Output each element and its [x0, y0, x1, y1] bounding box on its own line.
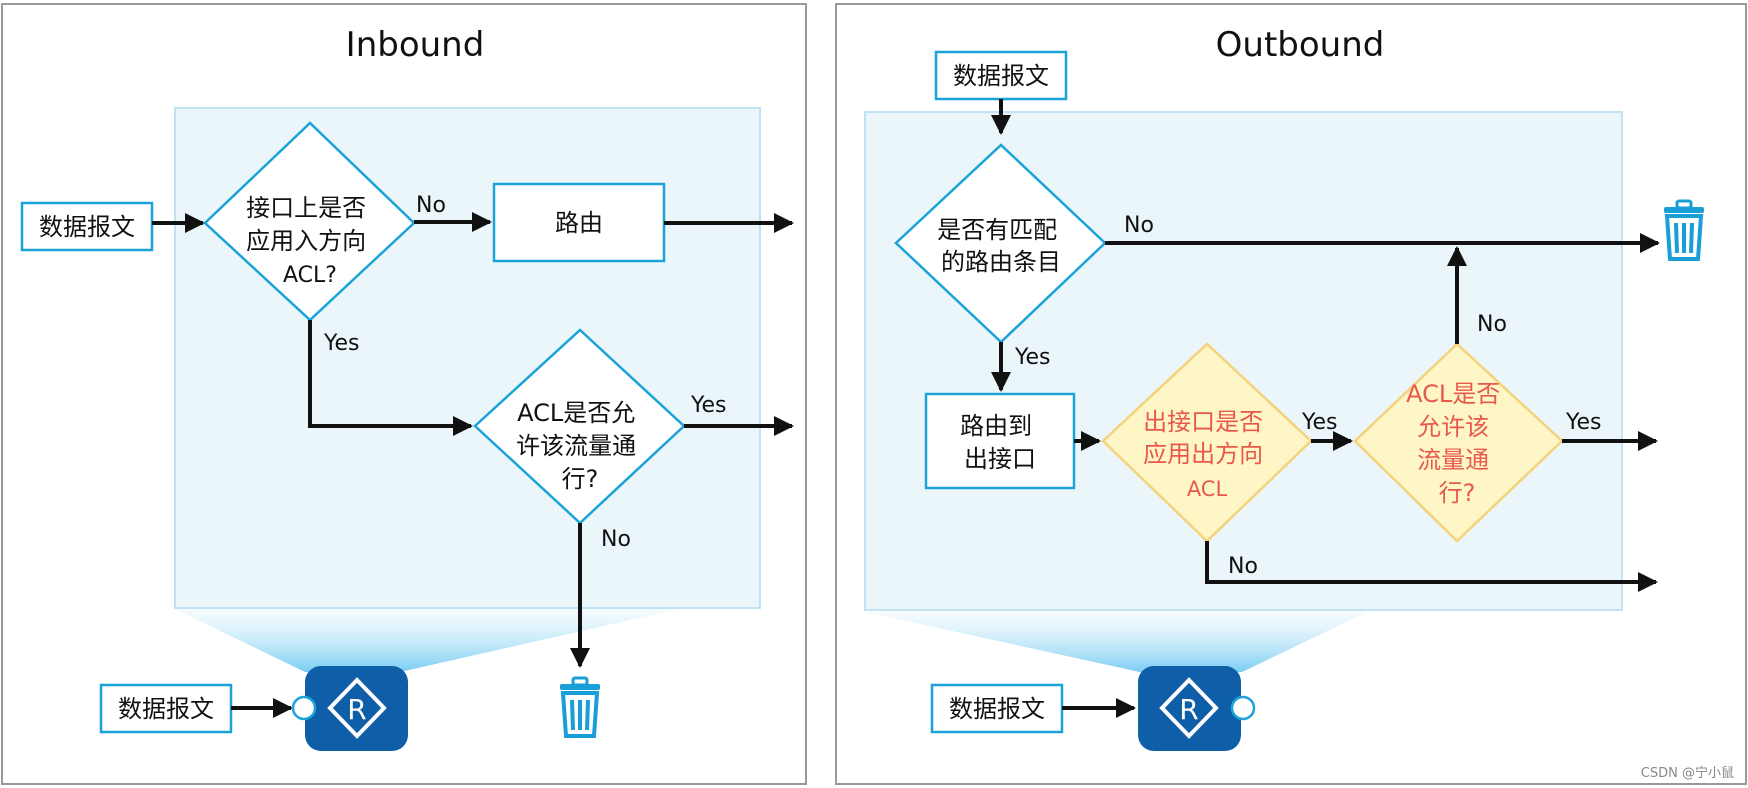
outbound-decision-route-match-text: 是否有匹配 的路由条目 — [937, 216, 1065, 276]
outbound-route-to-intf-box — [924, 392, 1076, 490]
inbound-route-box — [492, 182, 666, 263]
outbound-router-beam — [865, 612, 1367, 672]
inbound-packet-box — [20, 201, 154, 252]
outbound-arrow-acl-no — [1205, 541, 1658, 592]
inbound-title: Inbound — [346, 25, 485, 65]
outbound-packet-label: 数据报文 — [953, 62, 1049, 90]
inbound-decision-acl-permit-text: ACL是否允 许该流量通 行? — [516, 399, 644, 493]
outbound-packet-box — [934, 50, 1068, 101]
inbound-packet-label: 数据报文 — [39, 213, 135, 241]
inbound-router-beam — [175, 609, 679, 672]
inbound-panel: Inbound 数据报文 接口上是否 应用入方向 ACL? No 路由 Yes … — [1, 3, 807, 785]
outbound-decision-acl-permit-text: ACL是否 允许该 流量通 行? — [1406, 380, 1508, 507]
outbound-router-packet-label: 数据报文 — [949, 695, 1045, 723]
inbound-decision-acl-applied-text: 接口上是否 应用入方向 ACL? — [246, 194, 374, 288]
outbound-edge-no-3: No — [1228, 554, 1258, 579]
outbound-edge-yes-3: Yes — [1565, 410, 1602, 435]
outbound-edge-yes-2: Yes — [1301, 410, 1338, 435]
inbound-router-packet-label: 数据报文 — [118, 695, 214, 723]
outbound-edge-no-2: No — [1477, 312, 1507, 337]
inbound-edge-no-2: No — [601, 527, 631, 552]
inbound-route-label: 路由 — [555, 209, 603, 237]
outbound-edge-yes-1: Yes — [1014, 345, 1051, 370]
outbound-decision-acl-applied-text: 出接口是否 应用出方向 ACL — [1143, 408, 1271, 501]
inbound-arrow-yes-to-permit — [308, 320, 473, 436]
outbound-decision-acl-permit — [1353, 342, 1564, 543]
outbound-edge-no-1: No — [1124, 213, 1154, 238]
svg-text:R: R — [1179, 693, 1198, 726]
inbound-edge-yes-1: Yes — [323, 331, 360, 356]
outbound-route-to-intf-text: 路由到 出接口 — [960, 412, 1040, 473]
inbound-router-icon: R — [291, 666, 408, 751]
outbound-router-icon: R — [1138, 666, 1256, 751]
svg-text:R: R — [347, 693, 366, 726]
watermark: CSDN @宁小鼠 — [1641, 765, 1734, 781]
inbound-edge-yes-2: Yes — [690, 393, 727, 418]
outbound-panel: Outbound 数据报文 是否有匹配 的路由条目 No Yes 路由到 出接口… — [835, 3, 1747, 785]
inbound-router-packet-box — [99, 683, 233, 734]
inbound-edge-no-1: No — [416, 193, 446, 218]
outbound-title: Outbound — [1216, 25, 1385, 65]
